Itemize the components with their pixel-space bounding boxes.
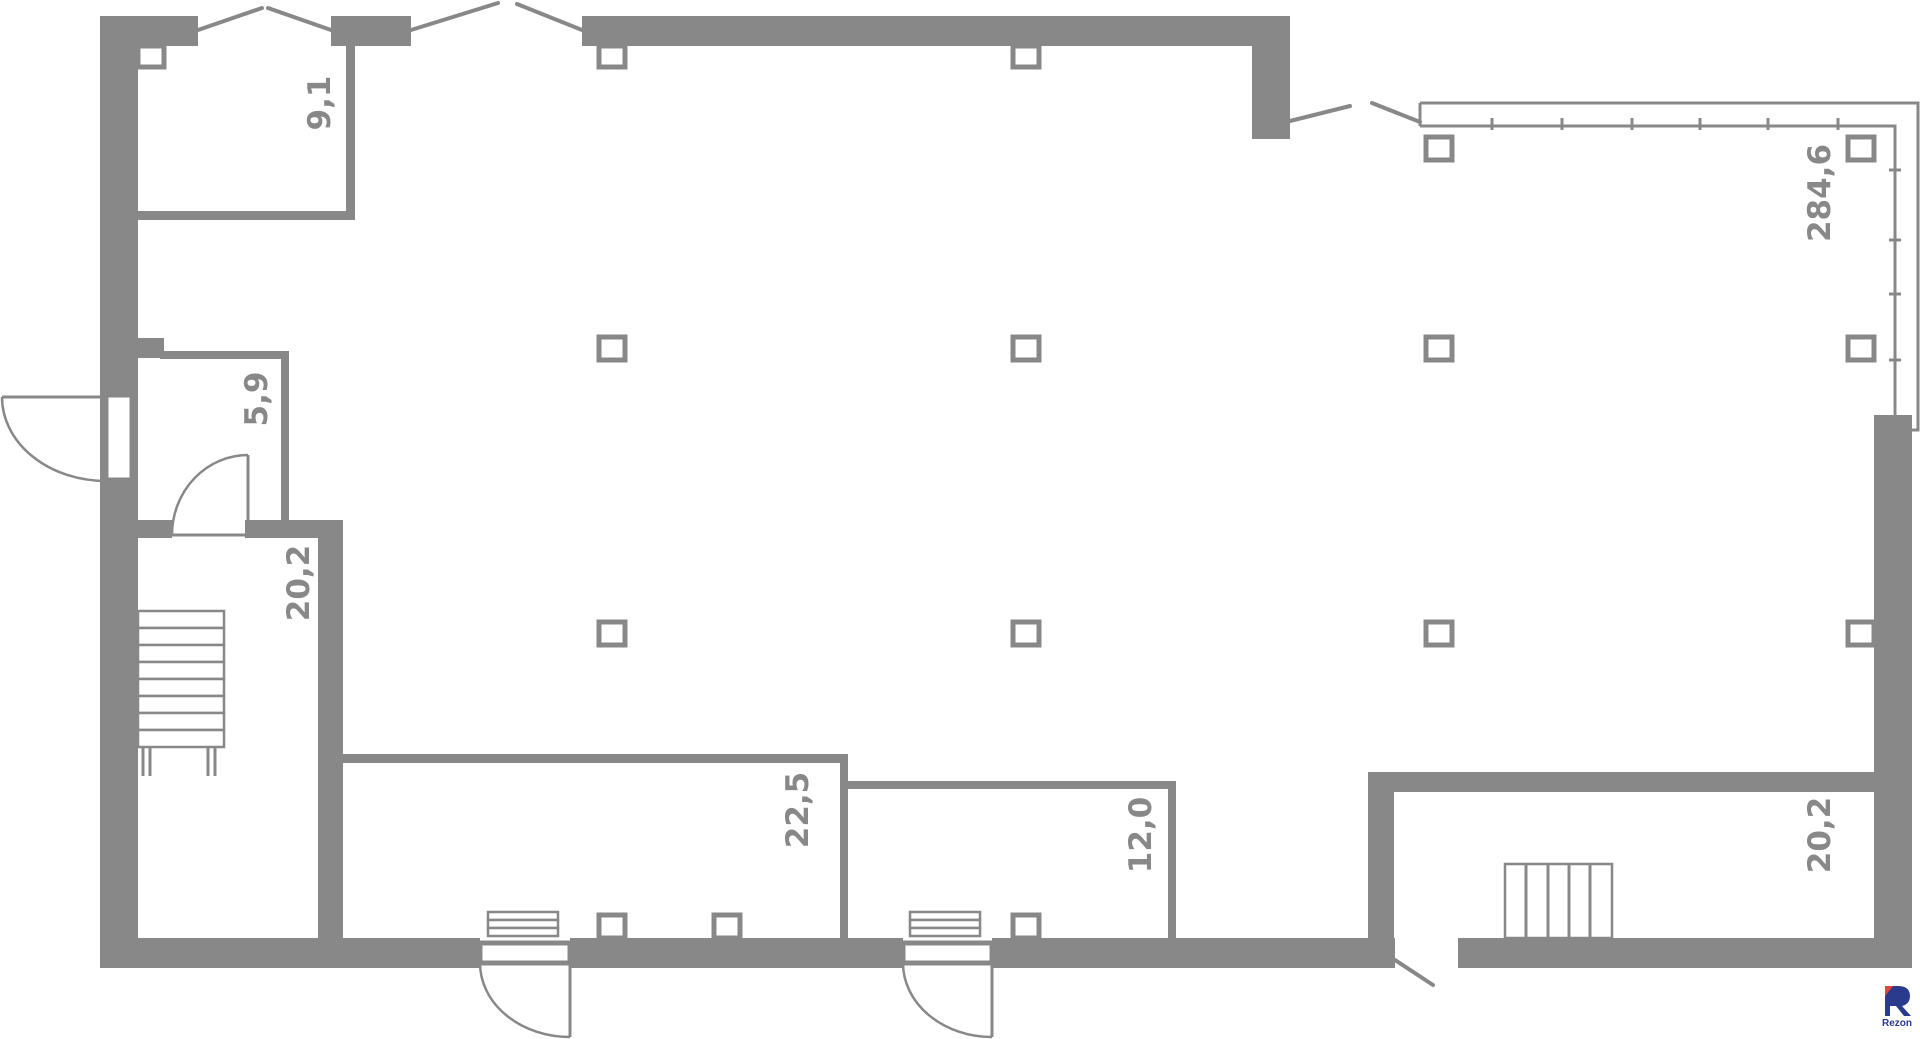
column xyxy=(1423,334,1455,363)
window-leaf xyxy=(1288,104,1352,123)
area-label-bottom-left: 22,5 xyxy=(780,772,816,849)
stair-step xyxy=(136,677,226,698)
wall-bottom-left-room-top xyxy=(341,754,848,763)
window-leaf xyxy=(266,6,333,32)
column xyxy=(1845,334,1877,363)
wall-bottom-d xyxy=(1458,938,1912,968)
area-label-stair-hall: 20,2 xyxy=(281,545,317,622)
wall-bottom-mid-room-top xyxy=(846,781,1176,789)
window-leaf xyxy=(196,6,264,32)
stair-step xyxy=(136,609,226,630)
wall-right xyxy=(1874,415,1912,968)
wall-bottom-a xyxy=(100,938,480,968)
column xyxy=(711,912,743,941)
wall-bottom-mid-room-right xyxy=(1168,781,1176,940)
column xyxy=(135,43,167,70)
wall-top-a xyxy=(100,16,198,46)
area-label-top-left: 9,1 xyxy=(302,76,338,131)
column xyxy=(596,43,628,70)
interior-walls xyxy=(136,44,1876,968)
door-swing xyxy=(0,396,107,483)
company-logo: Rezon xyxy=(1882,986,1912,1029)
column xyxy=(1010,43,1042,70)
stair-step xyxy=(136,711,226,732)
wall-stair-hall-right xyxy=(318,520,343,950)
area-label-bottom-mid: 12,0 xyxy=(1123,797,1159,874)
wall-bottom-right-room-left xyxy=(1368,772,1394,968)
curtain-wall-mullions xyxy=(1490,118,1901,362)
wall-bottom-b xyxy=(570,938,903,968)
wall-bottom-left-room-right xyxy=(840,754,848,940)
staircase-bottom-b xyxy=(908,910,982,938)
column xyxy=(596,334,628,363)
window-leaf xyxy=(409,1,500,32)
wall-top-b xyxy=(331,16,411,46)
exterior-walls xyxy=(100,16,1912,968)
wall-wc-stub xyxy=(136,338,164,358)
stair-step xyxy=(136,626,226,647)
window-leaf xyxy=(1393,958,1435,987)
curtain-wall-outer xyxy=(1420,101,1920,432)
wall-wc-top xyxy=(160,351,289,359)
door-swing xyxy=(478,962,571,1039)
wall-wc-right xyxy=(281,351,289,523)
area-label-main-hall: 284,6 xyxy=(1802,144,1838,242)
door-frame xyxy=(477,940,573,966)
logo-mark xyxy=(1885,986,1911,1016)
area-label-bottom-right: 20,2 xyxy=(1802,797,1838,874)
doors xyxy=(0,395,995,1039)
staircase-bottom-right xyxy=(1503,862,1614,940)
stair-step xyxy=(136,694,226,715)
column xyxy=(596,619,628,648)
curtain-wall xyxy=(1418,101,1920,432)
column xyxy=(1423,619,1455,648)
stair-step xyxy=(136,643,226,664)
area-label-wc: 5,9 xyxy=(239,372,275,427)
logo-text: Rezon xyxy=(1882,1018,1912,1029)
window-leaf xyxy=(1370,101,1422,124)
staircase-left xyxy=(136,609,226,776)
door-swing xyxy=(170,453,249,536)
wall-top-right-pier xyxy=(1252,16,1290,139)
wall-left xyxy=(100,16,138,968)
staircase-bottom-a xyxy=(486,910,560,938)
door-frame xyxy=(900,940,995,966)
door-swing xyxy=(901,962,993,1039)
column xyxy=(1010,619,1042,648)
wall-top-left-room-bottom xyxy=(136,211,355,220)
wall-bottom-c xyxy=(992,938,1395,968)
column xyxy=(1845,619,1877,648)
wall-wc-bottom-left xyxy=(136,520,172,538)
wall-top-c xyxy=(582,16,1290,46)
curtain-wall-inner xyxy=(1420,124,1897,420)
column xyxy=(1010,334,1042,363)
openings xyxy=(103,1,1435,987)
columns xyxy=(135,43,1877,941)
wall-bottom-right-room-top xyxy=(1368,772,1876,792)
column xyxy=(1845,134,1877,163)
wall-top-left-room-right xyxy=(346,44,355,220)
column xyxy=(1010,912,1042,941)
stair-step xyxy=(136,728,226,749)
exterior-door-frame xyxy=(103,392,135,483)
column xyxy=(1423,134,1455,163)
column xyxy=(596,912,628,941)
stair-step xyxy=(136,660,226,681)
window-leaf xyxy=(515,2,584,32)
